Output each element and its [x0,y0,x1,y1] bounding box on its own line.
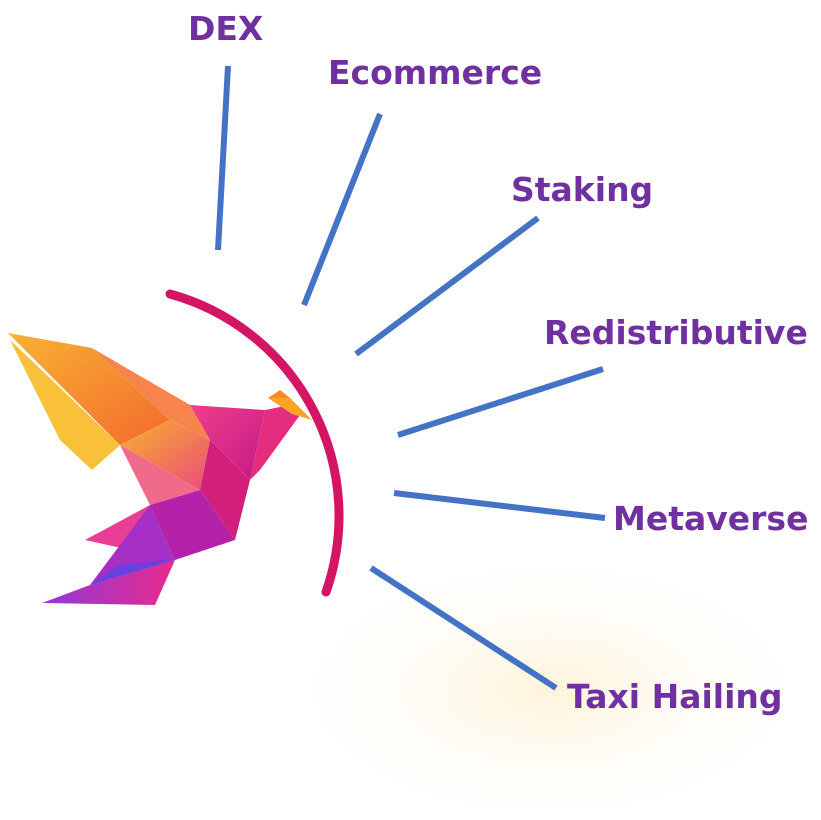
spoke-metaverse [393,490,606,521]
diagram-canvas [8,65,606,691]
origami-bird-icon [8,333,312,605]
spoke-redistributive [397,366,604,438]
spoke-ecommerce [301,112,383,307]
label-metaverse: Metaverse [613,499,809,538]
spoke-taxi-hailing [369,565,558,691]
label-ecommerce: Ecommerce [328,53,543,92]
hub-arc [165,289,344,597]
label-taxi-hailing: Taxi Hailing [567,677,783,716]
label-staking: Staking [511,170,654,209]
label-dex: DEX [188,9,264,48]
spoke-staking [354,215,540,357]
spoke-dex [215,65,231,251]
label-redistributive: Redistributive [544,313,808,352]
